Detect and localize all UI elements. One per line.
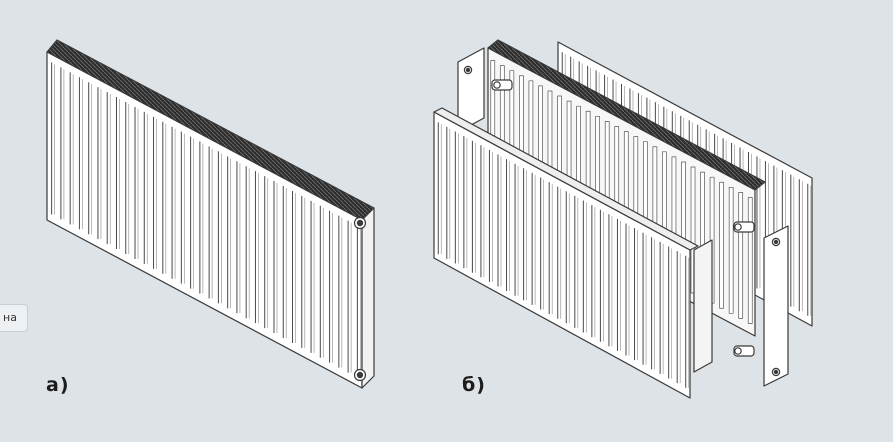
front-panel-edge <box>433 107 699 251</box>
caption-b: б) <box>462 374 486 396</box>
right-plate-bottom-hole-icon <box>771 367 781 377</box>
front-panel-ribs <box>437 122 690 388</box>
radiator-front-panel <box>46 51 363 389</box>
top-connection-icon <box>353 216 367 230</box>
bottom-connection-icon <box>353 368 367 382</box>
exploded-radiator <box>433 39 813 399</box>
right-end-plate <box>763 225 789 387</box>
assembled-radiator <box>46 39 375 389</box>
radiator-front-ribs <box>51 62 361 378</box>
side-tab[interactable]: на <box>0 304 28 332</box>
radiator-end-cap <box>361 207 375 389</box>
core-lower-fins <box>693 239 713 373</box>
left-valve-fitting-icon <box>491 79 513 91</box>
upper-fitting-icon <box>733 221 755 233</box>
caption-a: а) <box>46 374 70 396</box>
lower-fitting-icon <box>733 345 755 357</box>
left-plate-hole-icon <box>463 65 473 75</box>
right-plate-top-hole-icon <box>771 237 781 247</box>
